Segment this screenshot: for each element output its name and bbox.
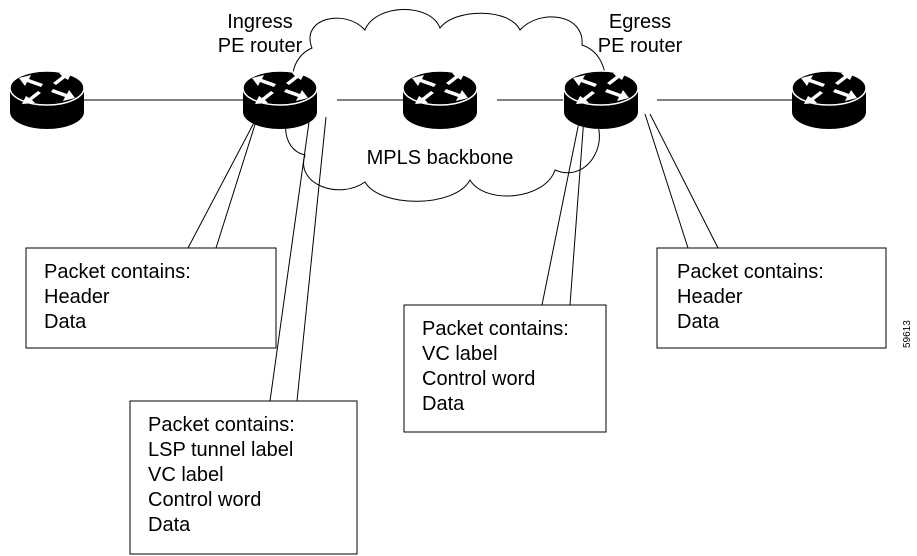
packet-line: Packet contains:: [44, 261, 191, 283]
packet-line: Header: [677, 286, 743, 308]
packet-box-egress-core: [403, 304, 607, 433]
packet-line: Data: [148, 514, 191, 536]
packet-line: LSP tunnel label: [148, 439, 294, 461]
callout-lines: [187, 113, 719, 402]
packet-line: VC label: [148, 464, 224, 486]
figure-id: 59613: [902, 320, 913, 348]
packet-text-ingress-core: Packet contains: LSP tunnel label VC lab…: [148, 413, 295, 538]
egress-label-line1: Egress: [608, 11, 672, 33]
packet-line: Packet contains:: [148, 414, 295, 436]
packet-text-egress-core: Packet contains: VC label Control word D…: [422, 317, 569, 417]
ingress-label-line1: Ingress: [227, 11, 293, 33]
egress-label: Egress PE router: [580, 10, 700, 58]
router-icon: [242, 70, 318, 130]
router-icon: [402, 70, 478, 130]
packet-text-egress-customer: Packet contains: Header Data: [677, 260, 824, 335]
packet-line: Control word: [148, 489, 262, 511]
packet-box-ingress-customer: [25, 247, 277, 349]
packet-line: Packet contains:: [677, 261, 824, 283]
packet-line: Data: [422, 393, 465, 415]
packet-box-egress-customer: [656, 247, 887, 349]
packet-box-ingress-core: [129, 400, 358, 555]
egress-label-line2: PE router: [597, 35, 683, 57]
ingress-label-line2: PE router: [217, 35, 303, 57]
backbone-label: MPLS backbone: [366, 147, 514, 169]
packet-line: Data: [677, 311, 720, 333]
router-icon: [791, 70, 867, 130]
router-icon: [563, 70, 639, 130]
packet-line: Header: [44, 286, 110, 308]
packet-text-ingress-customer: Packet contains: Header Data: [44, 260, 191, 335]
router-icon: [9, 70, 85, 130]
packet-line: Packet contains:: [422, 318, 569, 340]
packet-line: VC label: [422, 343, 498, 365]
ingress-label: Ingress PE router: [200, 10, 320, 58]
packet-line: Control word: [422, 368, 536, 390]
packet-line: Data: [44, 311, 87, 333]
